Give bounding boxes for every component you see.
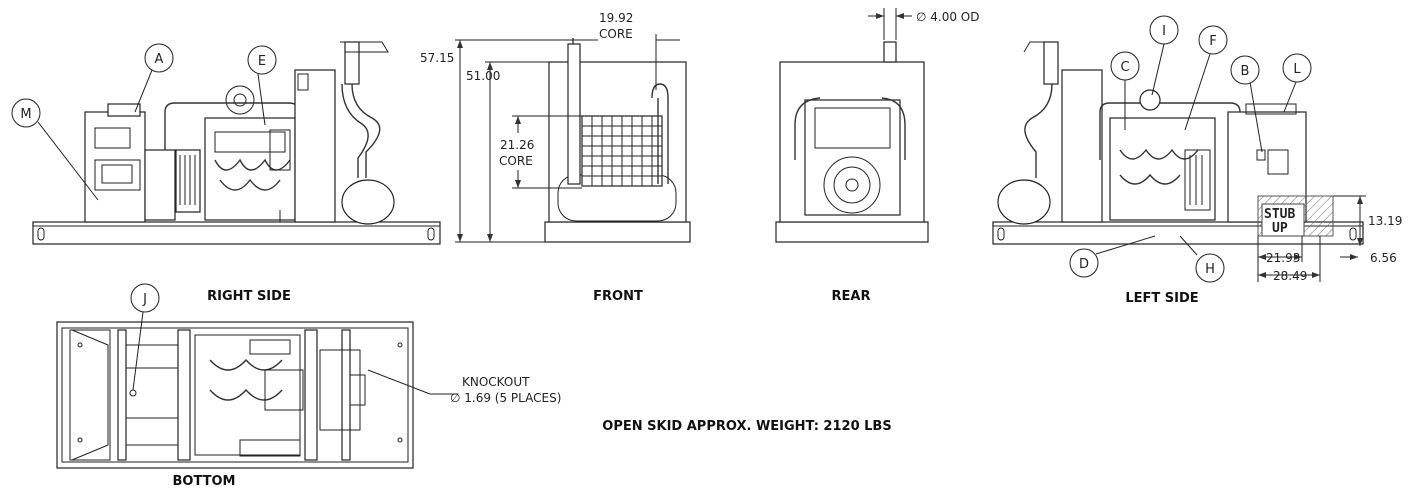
svg-text:C: C: [1120, 60, 1129, 75]
callout-l: L: [1282, 53, 1312, 83]
callout-h: H: [1195, 253, 1225, 283]
stub-up-text-2: UP: [1272, 221, 1288, 236]
callout-f: F: [1198, 25, 1228, 55]
stub-offset-dim: 6.56: [1370, 251, 1397, 265]
callout-b: B: [1230, 55, 1260, 85]
inner-height-dim: 51.00: [466, 69, 500, 83]
svg-text:E: E: [258, 54, 266, 69]
view-title-right-side: RIGHT SIDE: [207, 289, 291, 304]
stub-height-dim: 13.19: [1368, 214, 1402, 228]
core-width-dim: 19.92: [599, 11, 633, 25]
callout-e: E: [247, 45, 277, 75]
core-width-label: CORE: [599, 27, 633, 41]
radiator-grid: [582, 116, 662, 186]
weight-note: OPEN SKID APPROX. WEIGHT: 2120 LBS: [602, 419, 891, 434]
stub-total-dim: 28.49: [1273, 269, 1307, 283]
svg-text:D: D: [1079, 257, 1089, 272]
callout-d: D: [1069, 248, 1099, 278]
overall-height-dim: 57.15: [420, 51, 454, 65]
callout-leaders: [37, 43, 1297, 391]
svg-text:L: L: [1293, 62, 1301, 77]
left-side-view: [992, 41, 1366, 282]
svg-text:M: M: [20, 107, 31, 122]
svg-text:B: B: [1241, 64, 1250, 79]
core-height-dim: 21.26: [500, 138, 534, 152]
svg-text:I: I: [1162, 24, 1166, 39]
view-title-rear: REAR: [832, 289, 871, 304]
svg-text:F: F: [1209, 34, 1216, 49]
core-height-label: CORE: [499, 154, 533, 168]
stub-width-dim: 21.93: [1266, 251, 1300, 265]
callout-a: A: [144, 43, 174, 73]
callout-i: I: [1149, 15, 1179, 45]
svg-text:A: A: [155, 52, 164, 67]
stub-up-text-1: STUB: [1264, 207, 1295, 222]
callout-m: M: [11, 98, 41, 128]
view-title-front: FRONT: [593, 289, 643, 304]
bottom-view: [56, 321, 458, 469]
knockout-size: ∅ 1.69 (5 PLACES): [450, 391, 561, 405]
rear-view: [775, 8, 929, 243]
callout-c: C: [1110, 51, 1140, 81]
right-side-view: [32, 41, 441, 245]
exhaust-od-dim: ∅ 4.00 OD: [916, 10, 980, 24]
view-title-left-side: LEFT SIDE: [1125, 291, 1198, 306]
view-title-bottom: BOTTOM: [173, 474, 236, 489]
knockout-label: KNOCKOUT: [462, 375, 530, 389]
svg-text:J: J: [142, 292, 147, 307]
front-view: [455, 34, 691, 243]
svg-text:H: H: [1205, 262, 1215, 277]
callout-j: J: [130, 283, 160, 313]
